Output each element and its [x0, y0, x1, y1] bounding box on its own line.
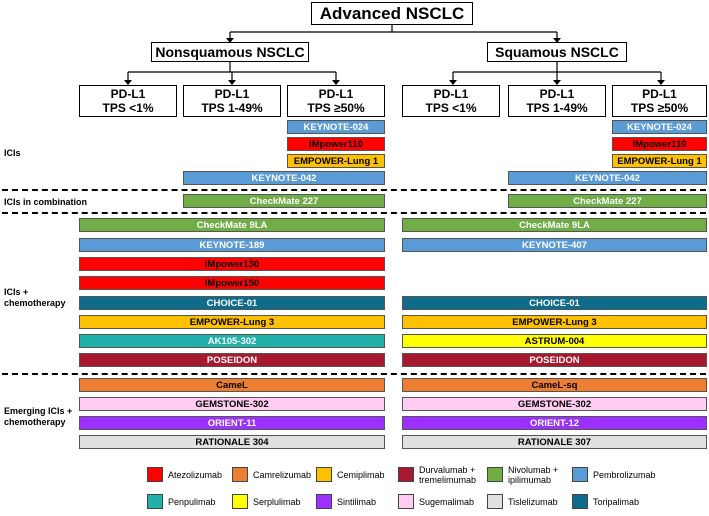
- tps-label: TPS ≥50%: [307, 101, 365, 115]
- trial-bar: IMpower110: [287, 137, 385, 151]
- legend-swatch: [398, 494, 414, 509]
- tps-label: TPS <1%: [425, 101, 477, 115]
- section-divider: [2, 373, 706, 375]
- legend-label: Tislelizumab: [508, 497, 558, 507]
- category-label-icis-chemotherapy: ICIs + chemotherapy: [4, 287, 66, 308]
- legend-label: Cemiplimab: [337, 470, 385, 480]
- pdl1-label: PD-L1: [110, 87, 146, 101]
- diagram-title: Advanced NSCLC: [319, 3, 465, 23]
- trial-bar: RATIONALE 304: [79, 435, 385, 449]
- legend-swatch: [398, 467, 414, 482]
- legend-swatch: [572, 467, 588, 482]
- legend-label: Atezolizumab: [168, 470, 223, 480]
- legend-label: Camrelizumab: [253, 470, 312, 480]
- trial-bar: ORIENT-11: [79, 416, 385, 430]
- trial-bar: CheckMate 9LA: [402, 218, 707, 232]
- legend-swatch: [316, 467, 332, 482]
- trial-bar: EMPOWER-Lung 1: [612, 154, 707, 168]
- legend-label: Pembrolizumab: [593, 470, 656, 480]
- legend-swatch: [487, 467, 503, 482]
- legend-swatch: [572, 494, 588, 509]
- trial-bar: CheckMate 9LA: [79, 218, 385, 232]
- legend-label: Sintilimab: [337, 497, 377, 507]
- tps-label: TPS ≥50%: [630, 101, 689, 115]
- trial-bar: POSEIDON: [79, 353, 385, 367]
- tps-label: TPS <1%: [102, 101, 154, 115]
- legend-swatch: [147, 467, 163, 482]
- trial-bar: KEYNOTE-042: [508, 171, 707, 185]
- trial-bar: KEYNOTE-189: [79, 238, 385, 252]
- trial-bar: CHOICE-01: [402, 296, 707, 310]
- trial-bar: CameL-sq: [402, 378, 707, 392]
- legend-swatch: [232, 467, 248, 482]
- branch-box-nonsquamous: Nonsquamous NSCLC: [151, 42, 309, 62]
- legend-swatch: [316, 494, 332, 509]
- trial-bar: CHOICE-01: [79, 296, 385, 310]
- section-divider: [2, 212, 706, 214]
- trial-bar: RATIONALE 307: [402, 435, 707, 449]
- legend-label: Penpulimab: [168, 497, 216, 507]
- legend-label: Durvalumab + tremelimumab: [419, 465, 477, 485]
- pdl1-box: PD-L1 TPS ≥50%: [287, 85, 385, 117]
- pdl1-box: PD-L1 TPS <1%: [402, 85, 500, 117]
- trial-bar: POSEIDON: [402, 353, 707, 367]
- pdl1-label: PD-L1: [318, 87, 354, 101]
- trial-bar: EMPOWER-Lung 1: [287, 154, 385, 168]
- legend-swatch: [147, 494, 163, 509]
- legend-label: Sugemalimab: [419, 497, 475, 507]
- trial-bar: EMPOWER-Lung 3: [79, 315, 385, 329]
- pdl1-label: PD-L1: [214, 87, 250, 101]
- pdl1-box: PD-L1 TPS ≥50%: [612, 85, 707, 117]
- pdl1-label: PD-L1: [433, 87, 469, 101]
- trial-bar: AK105-302: [79, 334, 385, 348]
- branch-box-squamous: Squamous NSCLC: [487, 42, 627, 62]
- tps-label: TPS 1-49%: [526, 101, 588, 115]
- legend-label: Serplulimab: [253, 497, 301, 507]
- category-label-icis: ICIs: [4, 148, 21, 158]
- pdl1-box: PD-L1 TPS 1-49%: [508, 85, 606, 117]
- title-box: Advanced NSCLC: [311, 2, 473, 25]
- category-label-emerging-icis-chemotherapy: Emerging ICIs + chemotherapy: [4, 406, 73, 427]
- trial-bar: IMpower110: [612, 137, 707, 151]
- trial-bar: KEYNOTE-407: [402, 238, 707, 252]
- trial-bar: IMpower130: [79, 257, 385, 271]
- trial-bar: CheckMate 227: [183, 194, 385, 208]
- branch-label-squamous: Squamous NSCLC: [495, 44, 619, 60]
- legend-swatch: [232, 494, 248, 509]
- trial-bar: CameL: [79, 378, 385, 392]
- trial-bar: CheckMate 227: [508, 194, 707, 208]
- trial-bar: KEYNOTE-024: [287, 120, 385, 134]
- branch-label-nonsquamous: Nonsquamous NSCLC: [155, 44, 305, 60]
- trial-bar: KEYNOTE-042: [183, 171, 385, 185]
- tps-label: TPS 1-49%: [201, 101, 263, 115]
- trial-bar: IMpower150: [79, 276, 385, 290]
- section-divider: [2, 189, 706, 191]
- pdl1-label: PD-L1: [642, 87, 677, 101]
- trial-bar: GEMSTONE-302: [402, 397, 707, 411]
- legend-swatch: [487, 494, 503, 509]
- category-label-icis-in-combination: ICIs in combination: [4, 197, 88, 207]
- pdl1-box: PD-L1 TPS 1-49%: [183, 85, 281, 117]
- trial-bar: GEMSTONE-302: [79, 397, 385, 411]
- trial-bar: KEYNOTE-024: [612, 120, 707, 134]
- pdl1-box: PD-L1 TPS <1%: [79, 85, 177, 117]
- pdl1-label: PD-L1: [539, 87, 575, 101]
- trial-bar: EMPOWER-Lung 3: [402, 315, 707, 329]
- trial-bar: ASTRUM-004: [402, 334, 707, 348]
- legend-label: Toripalimab: [593, 497, 640, 507]
- trial-bar: ORIENT-12: [402, 416, 707, 430]
- legend-label: Nivolumab + ipilimumab: [508, 465, 559, 485]
